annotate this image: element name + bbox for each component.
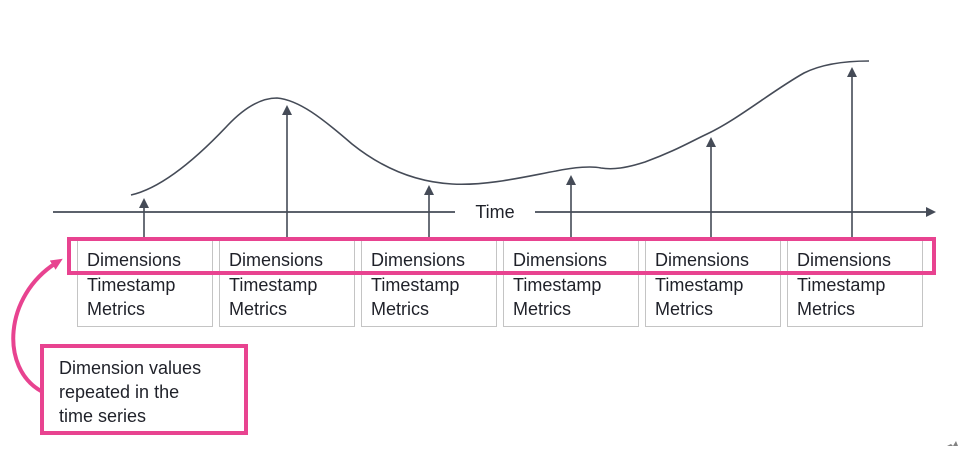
time-axis-label: Time [455, 201, 535, 224]
record-box: Dimensions Timestamp Metrics [219, 240, 355, 327]
record-field-timestamp: Timestamp [655, 274, 744, 295]
record-field-metrics: Metrics [371, 299, 429, 319]
callout-line: time series [59, 406, 147, 426]
record-field-metrics: Metrics [229, 299, 287, 319]
record-field-dimensions: Dimensions [87, 250, 182, 270]
callout-line: repeated in the [59, 382, 180, 402]
record-box: Dimensions Timestamp Metrics [787, 240, 923, 327]
record-box: Dimensions Timestamp Metrics [361, 240, 497, 327]
record-box: Dimensions Timestamp Metrics [645, 240, 781, 327]
record-field-dimensions: Dimensions [655, 250, 750, 270]
record-field-metrics: Metrics [655, 299, 713, 319]
record-field-metrics: Metrics [87, 299, 145, 319]
time-series-curve [130, 60, 870, 196]
record-field-metrics: Metrics [513, 299, 571, 319]
record-field-timestamp: Timestamp [513, 274, 602, 295]
callout-note: Dimension values repeated in the time se… [40, 344, 248, 435]
record-box: Dimensions Timestamp Metrics [77, 240, 213, 327]
callout-line: Dimension values [59, 358, 202, 378]
record-field-dimensions: Dimensions [797, 250, 892, 270]
record-field-timestamp: Timestamp [229, 274, 318, 295]
sample-arrows [139, 67, 857, 240]
corner-artifact [947, 441, 958, 446]
record-field-timestamp: Timestamp [371, 274, 460, 295]
record-field-metrics: Metrics [797, 299, 855, 319]
record-field-timestamp: Timestamp [797, 274, 886, 295]
record-field-dimensions: Dimensions [513, 250, 608, 270]
record-box: Dimensions Timestamp Metrics [503, 240, 639, 327]
record-field-dimensions: Dimensions [371, 250, 466, 270]
record-field-dimensions: Dimensions [229, 250, 324, 270]
record-field-timestamp: Timestamp [87, 274, 176, 295]
